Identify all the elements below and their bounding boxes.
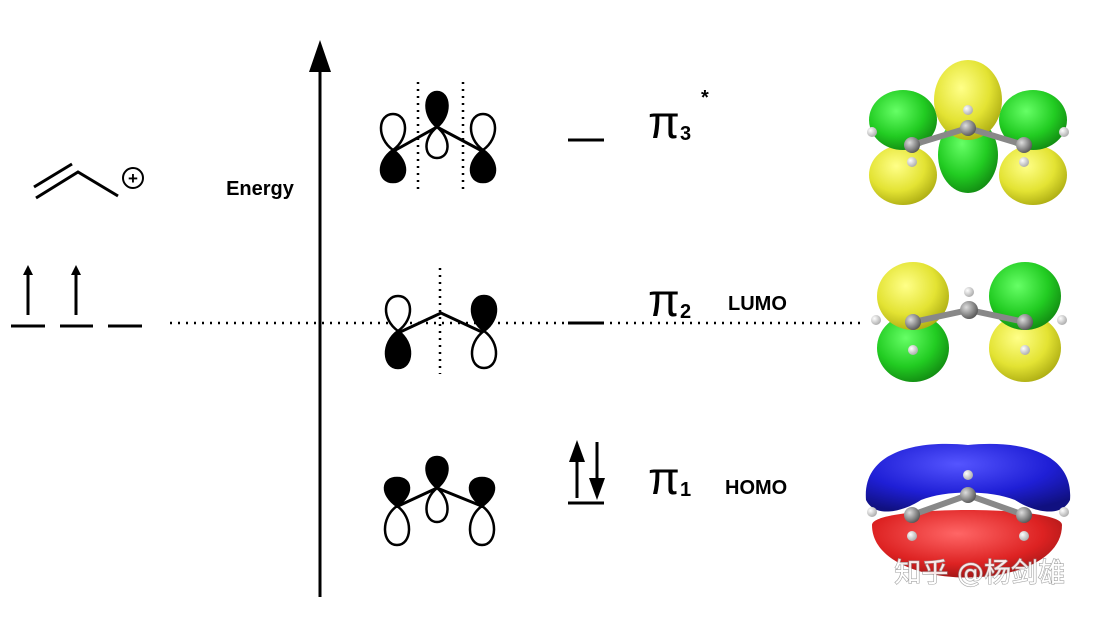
pi3-lobe-2-top <box>425 90 449 129</box>
pi3-3d-lobe-center-bottom <box>938 117 998 193</box>
pi1-3d-carbon-1 <box>904 507 920 523</box>
pi2-subscript: 2 <box>680 301 691 323</box>
pi2-symbol: π <box>648 274 680 326</box>
pi2-3d-hydrogen-4 <box>1020 345 1030 355</box>
pi3-lobe-2-bottom <box>425 125 449 160</box>
pi2-lobe-1-bottom <box>384 329 412 370</box>
pi1-orbital-schematic <box>383 455 496 547</box>
pi2-lobe-3-top <box>470 294 498 333</box>
homo-electron-pair <box>569 440 605 500</box>
pi3-3d-lobe-center-top <box>934 60 1002 140</box>
pi3-symbol: π <box>648 96 680 148</box>
pi2-3d-hydrogen-3 <box>964 287 974 297</box>
pi2-orbital-schematic <box>384 268 498 374</box>
pi3-3d-hydrogen-2 <box>907 157 917 167</box>
pi1-3d-lobe-bottom <box>872 510 1062 578</box>
pi1-3d-carbon-3 <box>1016 507 1032 523</box>
pi2-3d-carbon-3 <box>1017 314 1033 330</box>
pi2-3d-hydrogen-5 <box>1057 315 1067 325</box>
pi3-superscript: * <box>701 87 709 109</box>
pi3-3d-lobe-left-bottom <box>869 145 937 205</box>
pi3-lobe-1-bottom <box>379 148 407 184</box>
label-pi3: π 3 * <box>648 87 709 148</box>
homo-label: HOMO <box>725 477 787 499</box>
pi1-lobe-2-bottom <box>425 486 449 524</box>
label-pi1: π 1 HOMO <box>648 452 787 504</box>
pi2-3d-lobe-left-top <box>877 262 949 330</box>
allyl-cation-structure: + <box>33 162 144 200</box>
pi3-lobe-3-bottom <box>469 148 497 184</box>
pi3-3d-lobe-right-top <box>999 90 1067 150</box>
pi2-3d-lobe-right-top <box>989 262 1061 330</box>
pi2-skeleton <box>397 311 485 335</box>
pi1-symbol: π <box>648 452 680 504</box>
pi1-3d-hydrogen-2 <box>907 531 917 541</box>
pi1-3d-hydrogen-4 <box>1019 531 1029 541</box>
pi1-3d-hydrogen-3 <box>963 470 973 480</box>
label-pi2: π 2 LUMO <box>648 274 787 326</box>
allyl-double-bond <box>33 162 73 189</box>
pi3-3d-lobe-right-bottom <box>999 145 1067 205</box>
pi2-lobe-3-bottom <box>470 329 498 370</box>
atomic-orbitals <box>11 265 142 328</box>
pi3-lobe-3-top <box>469 112 497 152</box>
pi3-3d-lobe-left-top <box>869 90 937 150</box>
pi1-3d-rendering <box>865 443 1071 578</box>
pi2-lobe-1-top <box>384 294 412 333</box>
pi3-3d-carbon-3 <box>1016 137 1032 153</box>
charge-symbol: + <box>128 169 138 188</box>
pi3-subscript: 3 <box>680 123 691 145</box>
pi2-3d-hydrogen-1 <box>871 315 881 325</box>
watermark: 知乎 @杨剑雄 <box>894 558 1065 589</box>
pi3-3d-hydrogen-3 <box>963 105 973 115</box>
pi1-lobe-1-bottom <box>383 504 411 547</box>
pi1-3d-hydrogen-1 <box>867 507 877 517</box>
pi1-subscript: 1 <box>680 479 691 501</box>
pi3-3d-hydrogen-5 <box>1059 127 1069 137</box>
pi1-3d-hydrogen-5 <box>1059 507 1069 517</box>
pi1-lobe-2-top <box>425 455 449 490</box>
electron-down-arrowhead <box>589 478 605 500</box>
electron-up-arrowhead <box>569 440 585 462</box>
pi1-lobe-3-bottom <box>468 504 496 547</box>
lumo-label: LUMO <box>728 293 787 315</box>
pi3-lobe-1-top <box>379 112 407 152</box>
pi3-3d-rendering <box>867 60 1069 205</box>
pi1-3d-carbon-2 <box>960 487 976 503</box>
pi3-3d-carbon-1 <box>904 137 920 153</box>
pi2-3d-carbon-2 <box>960 301 978 319</box>
pi3-orbital-schematic <box>379 82 497 190</box>
charge-circle <box>122 167 144 189</box>
allyl-skeleton <box>35 170 119 200</box>
pi3-3d-carbon-2 <box>960 120 976 136</box>
energy-axis: Energy <box>226 40 331 597</box>
pi3-3d-hydrogen-1 <box>867 127 877 137</box>
pi2-3d-carbon-1 <box>905 314 921 330</box>
pi1-lobe-3-top <box>468 476 496 508</box>
energy-axis-label: Energy <box>226 178 295 200</box>
pi1-lobe-1-top <box>383 476 411 508</box>
pi2-3d-hydrogen-2 <box>908 345 918 355</box>
pi2-3d-rendering <box>871 262 1067 382</box>
energy-axis-arrowhead <box>309 40 331 72</box>
pi3-3d-hydrogen-4 <box>1019 157 1029 167</box>
